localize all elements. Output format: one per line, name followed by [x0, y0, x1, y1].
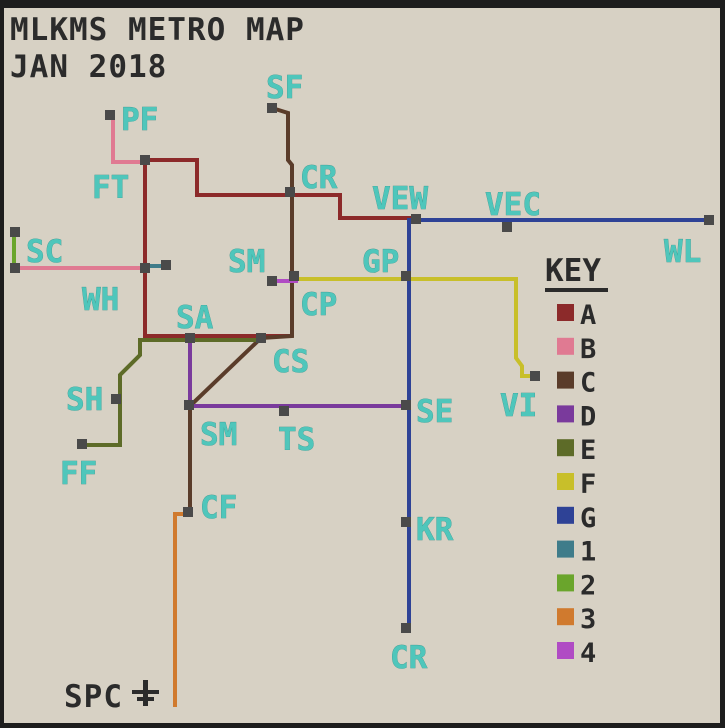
station-vi[interactable] — [530, 371, 540, 381]
key-label-b: B — [580, 334, 596, 365]
station-pf[interactable] — [105, 110, 115, 120]
station-sf[interactable] — [267, 103, 277, 113]
key-label-c: C — [580, 368, 596, 399]
key-underline — [545, 288, 608, 292]
key-title: KEY — [545, 253, 601, 289]
label-pf: PF — [121, 102, 158, 138]
station-sm-west[interactable] — [267, 276, 277, 286]
key-label-1: 1 — [580, 537, 596, 568]
down-arrow-icon — [132, 680, 159, 706]
station-wh[interactable] — [140, 263, 150, 273]
station-cr-south[interactable] — [401, 623, 411, 633]
station-ts[interactable] — [279, 406, 289, 416]
line-a — [143, 158, 417, 220]
label-wh: WH — [82, 282, 119, 318]
station-cr-north[interactable] — [285, 187, 295, 197]
label-kr: KR — [416, 512, 454, 548]
station-gp[interactable] — [401, 271, 411, 281]
label-sm-west: SM — [228, 244, 265, 280]
key-label-a: A — [580, 300, 596, 331]
key-swatch-g — [557, 506, 574, 524]
stations — [10, 103, 714, 633]
station-sh[interactable] — [111, 394, 121, 404]
key-swatch-3 — [557, 608, 574, 626]
key-swatch-f — [557, 473, 574, 490]
station-cf[interactable] — [183, 507, 193, 517]
map-board — [4, 8, 720, 723]
key-label-3: 3 — [580, 604, 596, 635]
label-vew: VEW — [372, 181, 428, 217]
key-label-f: F — [580, 469, 596, 500]
label-sh: SH — [66, 382, 103, 418]
label-sf: SF — [266, 70, 303, 106]
station-sc-south[interactable] — [10, 263, 20, 273]
key-swatch-1 — [557, 540, 574, 558]
map-date: JAN 2018 — [10, 49, 167, 85]
label-ff: FF — [60, 456, 97, 492]
label-se: SE — [416, 394, 453, 430]
label-gp: GP — [362, 244, 399, 280]
label-cs: CS — [272, 344, 309, 380]
station-sm[interactable] — [184, 400, 194, 410]
key-label-g: G — [580, 503, 596, 534]
key-swatch-b — [557, 337, 574, 355]
label-ft: FT — [92, 170, 129, 206]
label-sc: SC — [26, 234, 63, 270]
key-swatch-4 — [557, 642, 574, 659]
label-vi: VI — [500, 388, 537, 424]
station-wh-east[interactable] — [161, 260, 171, 270]
line-c — [258, 105, 294, 341]
label-wl: WL — [664, 234, 701, 270]
key-swatch-e — [557, 439, 574, 457]
key-swatch-a — [557, 304, 574, 321]
label-cr-south: CR — [390, 640, 428, 676]
line-f — [296, 277, 537, 378]
label-cf: CF — [200, 490, 237, 526]
station-vew[interactable] — [411, 214, 421, 224]
station-cs[interactable] — [256, 333, 266, 343]
station-kr[interactable] — [401, 517, 411, 527]
key-label-d: D — [580, 401, 596, 432]
map-title: MLKMS METRO MAP — [10, 12, 305, 48]
station-wl[interactable] — [704, 215, 714, 225]
station-sc[interactable] — [10, 227, 20, 237]
station-labels: PF FT SC WH SF CR VEW VEC WL SM GP CP SA… — [26, 70, 702, 677]
station-ff[interactable] — [77, 439, 87, 449]
label-sm: SM — [200, 417, 237, 453]
station-vec[interactable] — [502, 222, 512, 232]
label-spc: SPC — [64, 679, 123, 715]
label-cr-north: CR — [300, 160, 338, 196]
line-a-branch — [143, 158, 292, 338]
key-label-4: 4 — [580, 638, 596, 669]
station-se[interactable] — [401, 400, 411, 410]
label-vec: VEC — [485, 187, 541, 223]
station-sa[interactable] — [185, 333, 195, 343]
label-cp: CP — [300, 287, 337, 323]
key-swatch-c — [557, 371, 574, 389]
station-ft[interactable] — [140, 155, 150, 165]
key-swatch-2 — [557, 574, 574, 592]
line-g — [407, 218, 711, 630]
station-cp[interactable] — [289, 271, 299, 281]
key-swatch-d — [557, 405, 574, 423]
key-label-2: 2 — [580, 570, 596, 601]
label-ts: TS — [278, 422, 315, 458]
key-label-e: E — [580, 435, 596, 466]
label-sa: SA — [176, 300, 214, 336]
line-e — [80, 338, 263, 447]
